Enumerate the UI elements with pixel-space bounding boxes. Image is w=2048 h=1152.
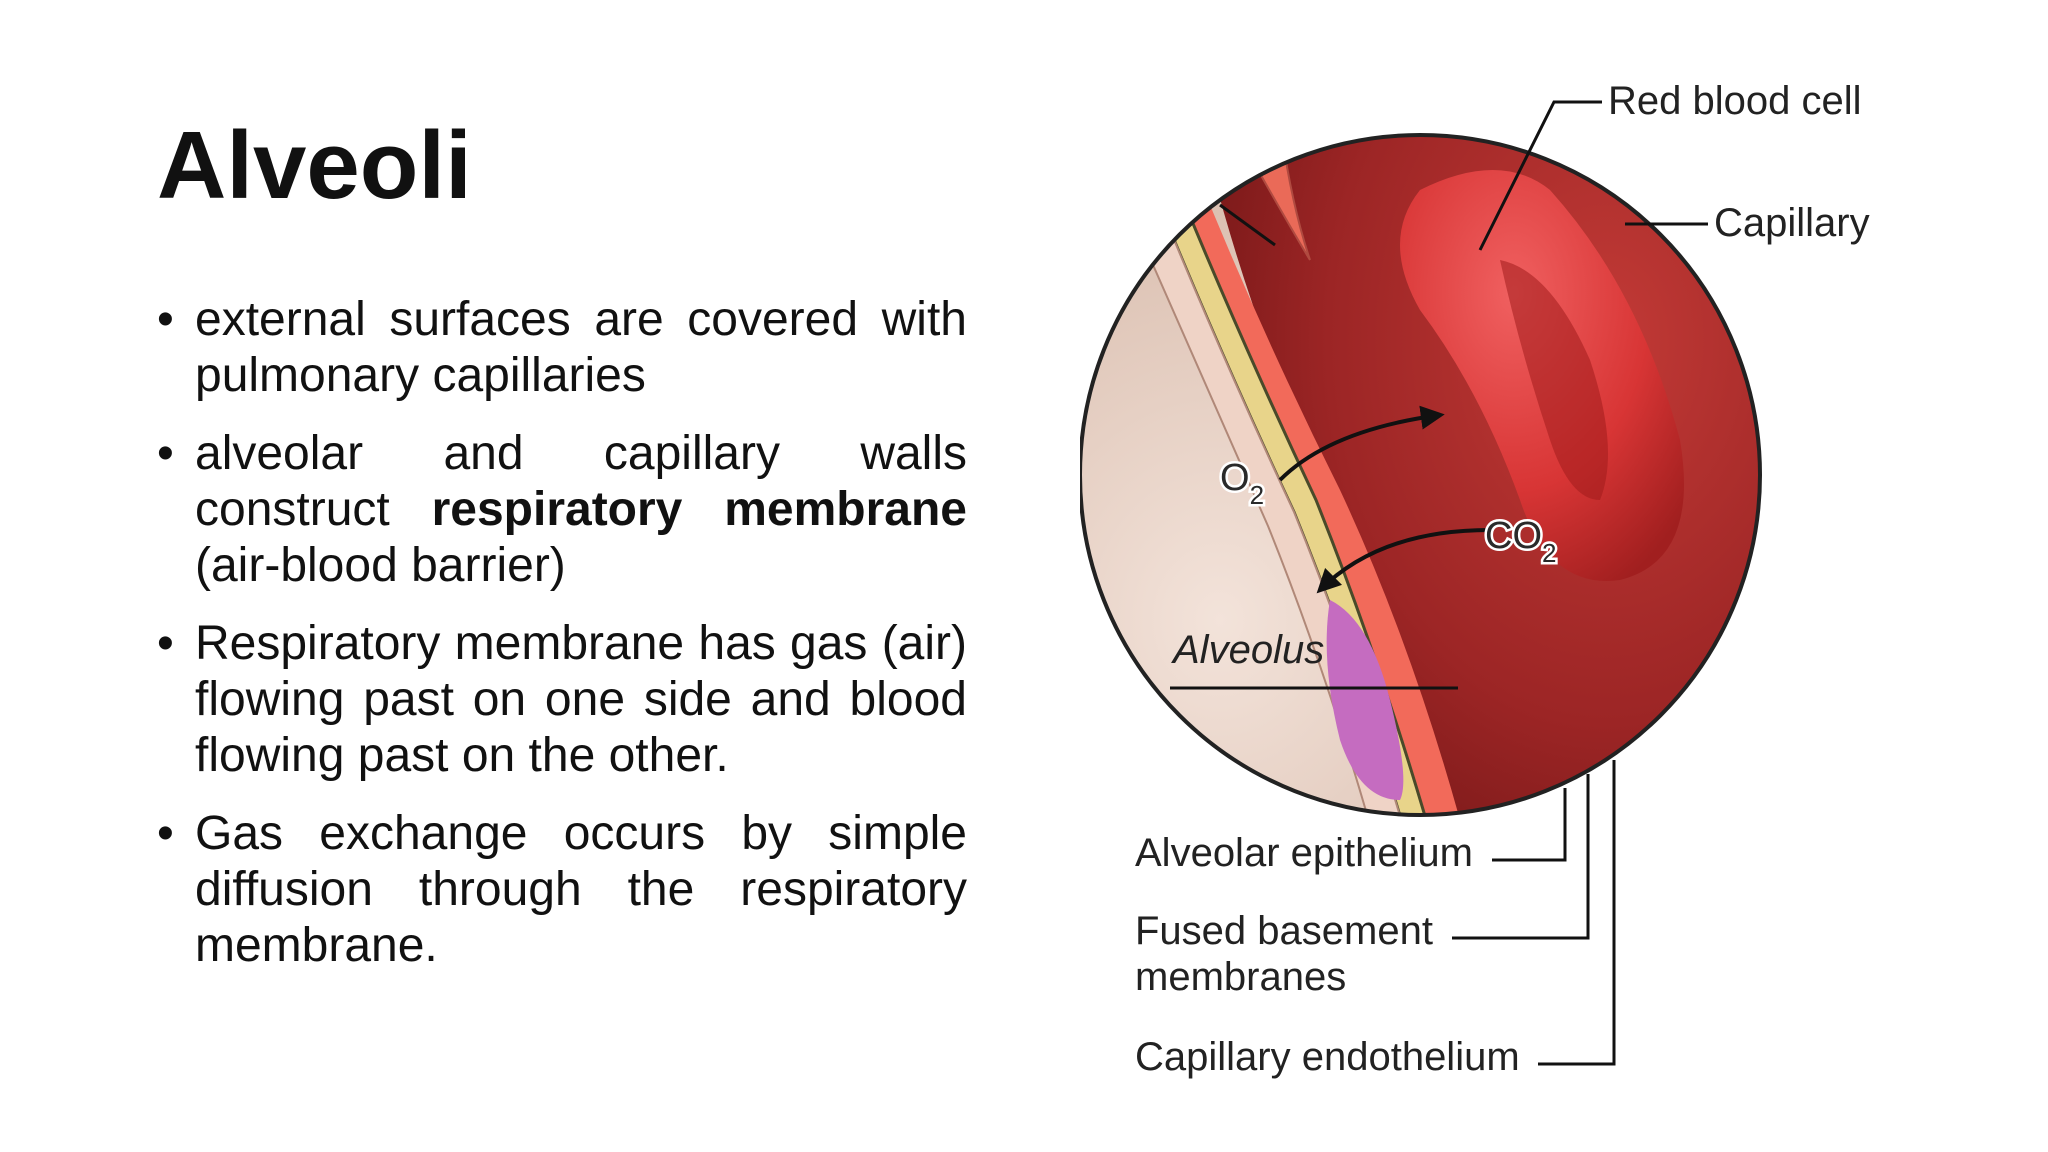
alveolus-label: Alveolus <box>1171 628 1324 672</box>
co2-label-base: CO <box>1485 515 1542 557</box>
bullet-text: alveolar and capillary walls construct <box>195 427 967 536</box>
bullet-text: (air-blood barrier) <box>195 539 566 592</box>
alveolar-epithelium-label: Alveolar epithelium <box>1135 831 1473 875</box>
capillary-label: Capillary <box>1714 201 1870 245</box>
red-blood-cell-leader-line <box>1478 100 1602 251</box>
o2-arrow <box>1278 405 1445 482</box>
bullet-item: alveolar and capillary walls construct r… <box>157 426 967 594</box>
fused-basement-leader-line <box>1452 774 1590 940</box>
capillary-endothelium-leader-line <box>1538 760 1616 1066</box>
epithelial-cell-nucleus <box>1326 600 1404 800</box>
bullet-text: Gas exchange occurs by simple diffusion … <box>195 807 967 972</box>
bullet-text: external surfaces are covered with pulmo… <box>195 293 967 402</box>
red-blood-cell <box>1400 170 1684 581</box>
slide-title: Alveoli <box>157 112 472 219</box>
red-blood-cell-label: Red blood cell <box>1608 79 1862 123</box>
co2-label-sub: 2 <box>1542 538 1556 568</box>
fused-basement-label-line2: membranes <box>1135 955 1346 999</box>
bullet-list: external surfaces are covered with pulmo… <box>157 292 967 996</box>
bullet-item: Respiratory membrane has gas (air) flowi… <box>157 616 967 784</box>
bullet-emphasis: respiratory membrane <box>431 483 967 536</box>
o2-label: O2 <box>1220 457 1264 510</box>
o2-label-sub: 2 <box>1250 480 1264 510</box>
fused-basement-label-line1: Fused basement <box>1135 909 1433 953</box>
bullet-item: external surfaces are covered with pulmo… <box>157 292 967 404</box>
magnification-circle <box>1080 133 1762 817</box>
endothelium-tick-line <box>1219 203 1276 247</box>
capillary-endothelium-label: Capillary endothelium <box>1135 1035 1520 1079</box>
o2-label-base: O <box>1220 457 1250 499</box>
co2-arrow <box>1316 528 1491 594</box>
bullet-text: Respiratory membrane has gas (air) flowi… <box>195 617 967 782</box>
capillary-lumen <box>1200 135 1760 815</box>
respiratory-membrane-diagram: O2 CO2 Alveolus Red blood cell Capillary… <box>1080 79 1870 1079</box>
bullet-item: Gas exchange occurs by simple diffusion … <box>157 806 967 974</box>
alveolar-epithelium-leader-line <box>1492 788 1567 862</box>
co2-label: CO2 <box>1485 515 1556 568</box>
